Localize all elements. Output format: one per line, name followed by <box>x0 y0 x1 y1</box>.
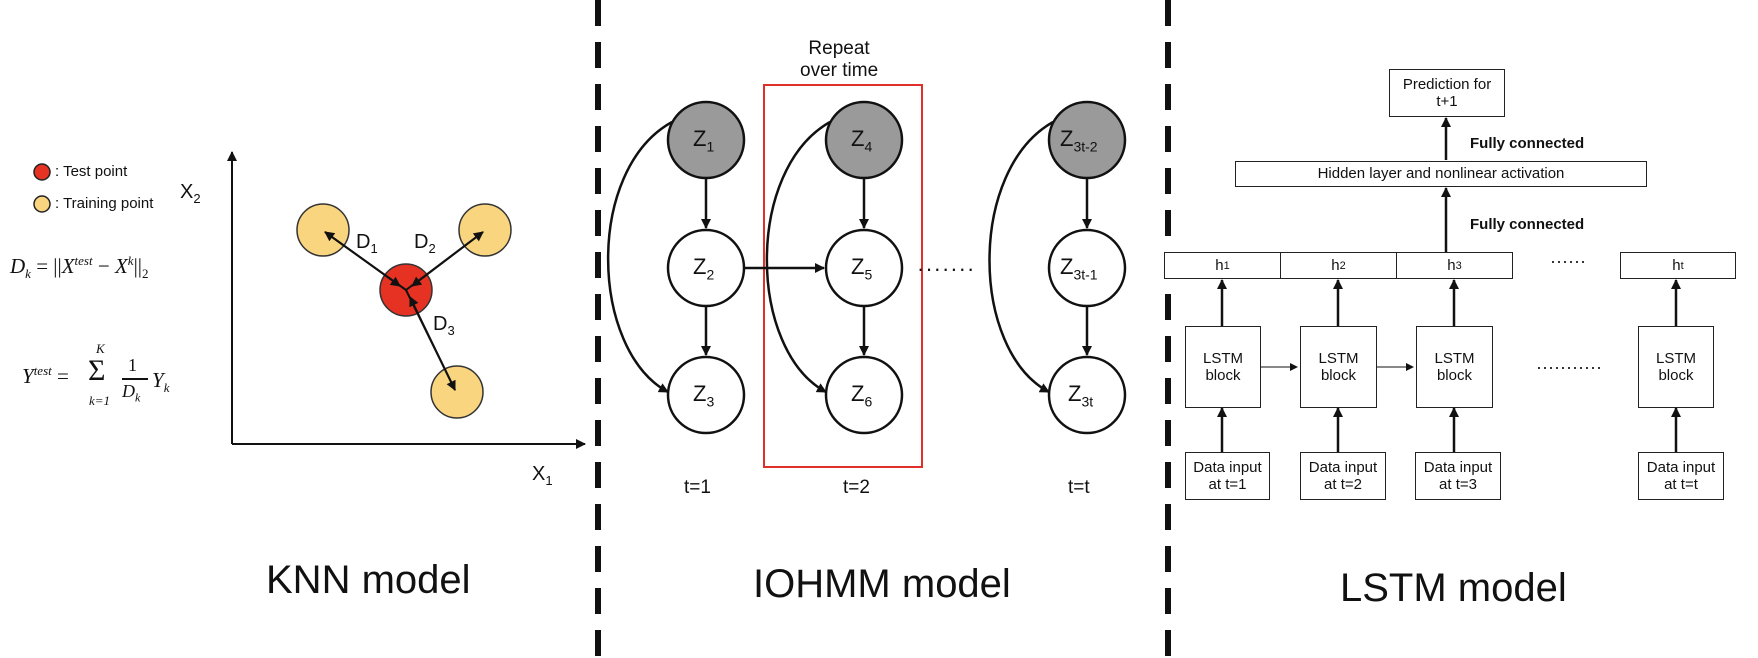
repeat-box <box>763 84 923 468</box>
input-box-t: Data input at t=t <box>1638 452 1724 500</box>
node-z3 <box>666 355 746 435</box>
formula-fraction-bar <box>122 378 148 380</box>
node-z6 <box>824 355 904 435</box>
edge-z1-z3-curve <box>606 120 673 394</box>
time-label-t: t=t <box>1068 477 1090 498</box>
repeat-label: Repeat over time <box>800 38 879 81</box>
training-point-2 <box>458 203 512 257</box>
distance-label-d3: D3 <box>433 313 455 338</box>
knn-diagram <box>33 151 586 449</box>
node-z6-label: Z6 <box>851 381 873 410</box>
formula-fraction-den: Dk <box>122 381 141 405</box>
lstm-block-2: LSTM block <box>1300 326 1377 408</box>
distance-arrow-3-back <box>409 296 456 391</box>
h-ellipsis: ······ <box>1550 251 1586 271</box>
training-point-3 <box>430 365 484 419</box>
formula-yk: Yk <box>152 368 170 396</box>
time-label-2: t=2 <box>843 477 870 498</box>
iohmm-title: IOHMM model <box>753 562 1011 606</box>
node-z3t-2-label: Z3t-2 <box>1060 126 1098 155</box>
formula-distance: Dk = ||Xtest − Xk||2 <box>10 253 149 282</box>
distance-label-d2: D2 <box>414 231 436 256</box>
legend-test-label: : Test point <box>55 163 128 180</box>
formula-prediction: Ytest = <box>22 363 69 388</box>
lstm-block-1: LSTM block <box>1185 326 1261 408</box>
axis-x-label: X1 <box>532 463 553 488</box>
input-box-2: Data input at t=2 <box>1300 452 1386 500</box>
input-box-1: Data input at t=1 <box>1185 452 1270 500</box>
legend-train-label: : Training point <box>55 195 154 212</box>
formula-fraction-num: 1 <box>128 355 137 375</box>
legend-test-dot <box>33 163 51 181</box>
distance-arrow-2-back <box>411 231 484 287</box>
legend-train-dot <box>33 195 51 213</box>
node-z3t-1-label: Z3t-1 <box>1060 254 1098 283</box>
iohmm-ellipsis: ······· <box>917 256 976 281</box>
fully-connected-bottom: Fully connected <box>1470 216 1585 233</box>
node-z3t-label: Z3t <box>1068 381 1094 410</box>
edge-z4-z6-curve <box>765 120 831 394</box>
lstm-diagram <box>1217 117 1681 452</box>
node-z3-label: Z3 <box>693 381 715 410</box>
axis-y-label: X2 <box>180 181 201 206</box>
formula-sigma-upper: K <box>96 341 105 356</box>
distance-arrow-1-back <box>324 231 401 287</box>
input-box-3: Data input at t=3 <box>1415 452 1501 500</box>
knn-title: KNN model <box>266 558 471 602</box>
distance-label-d1: D1 <box>356 231 378 256</box>
formula-sigma-lower: k=1 <box>89 393 111 408</box>
training-point-1 <box>296 203 350 257</box>
fully-connected-top: Fully connected <box>1470 135 1585 152</box>
formula-sigma: Σ <box>88 354 106 387</box>
lstm-block-t: LSTM block <box>1638 326 1714 408</box>
lstm-block-3: LSTM block <box>1416 326 1493 408</box>
node-z2-label: Z2 <box>693 254 715 283</box>
prediction-box: Prediction for t+1 <box>1389 69 1505 117</box>
node-z5-label: Z5 <box>851 254 873 283</box>
time-label-1: t=1 <box>684 477 711 498</box>
hidden-layer-box: Hidden layer and nonlinear activation <box>1235 161 1647 187</box>
blocks-ellipsis: ··········· <box>1536 357 1602 377</box>
lstm-title: LSTM model <box>1340 566 1567 610</box>
node-z3t <box>1047 355 1127 435</box>
node-z1-label: Z1 <box>693 126 715 155</box>
node-z4-label: Z4 <box>851 126 873 155</box>
edge-z3t2-z3t-curve <box>988 120 1054 394</box>
iohmm-diagram <box>606 84 1127 468</box>
